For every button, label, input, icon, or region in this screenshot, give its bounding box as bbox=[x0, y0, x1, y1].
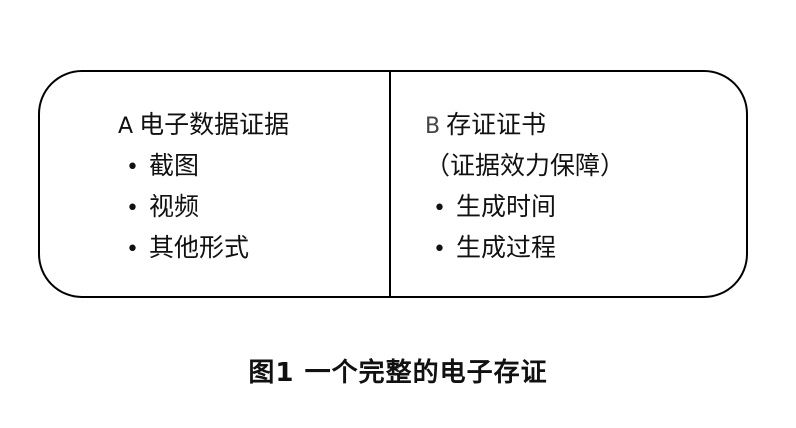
figure-caption: 图1 一个完整的电子存证 bbox=[248, 358, 548, 388]
list-item: • 视频 bbox=[118, 186, 289, 227]
list-item-label: 生成时间 bbox=[455, 192, 556, 221]
list-item: • 截图 bbox=[118, 145, 289, 186]
panel-a-letter: A bbox=[118, 114, 134, 139]
column-divider bbox=[389, 71, 391, 298]
bullet-icon: • bbox=[433, 196, 446, 221]
bullet-icon: • bbox=[126, 155, 139, 180]
list-item-label: 截图 bbox=[148, 151, 199, 180]
bullet-icon: • bbox=[433, 237, 446, 262]
panel-a-title: 电子数据证据 bbox=[139, 110, 290, 139]
bullet-icon: • bbox=[126, 196, 139, 221]
list-item-label: 其他形式 bbox=[148, 233, 249, 262]
bullet-icon: • bbox=[126, 237, 139, 262]
list-item: • 生成过程 bbox=[425, 227, 625, 268]
panel-b-subtitle: （证据效力保障） bbox=[425, 151, 626, 180]
diagram-frame bbox=[38, 70, 748, 298]
panel-b-letter: B bbox=[425, 114, 441, 139]
panel-b-title: 存证证书 bbox=[446, 110, 547, 139]
list-item-label: 生成过程 bbox=[455, 233, 556, 262]
list-item: • 生成时间 bbox=[425, 186, 625, 227]
list-item-label: 视频 bbox=[148, 192, 199, 221]
list-item: • 其他形式 bbox=[118, 227, 289, 268]
